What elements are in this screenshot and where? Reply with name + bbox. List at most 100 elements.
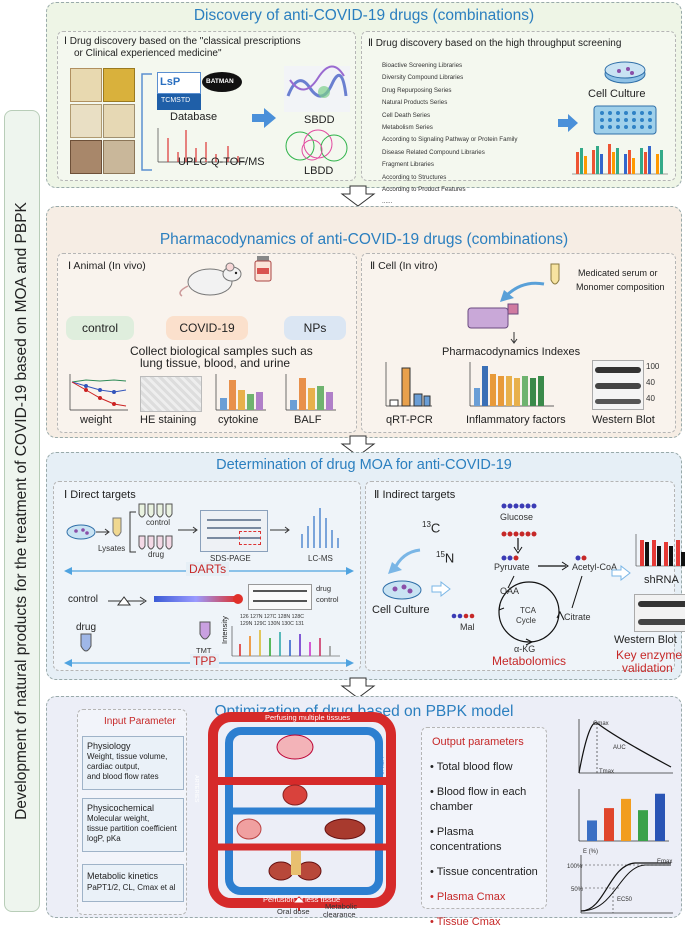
metabolite-mal: Mal (460, 622, 475, 632)
c13-label: 13C (422, 520, 440, 535)
output-item: • Tissue Cmax (430, 916, 501, 928)
oral-dose-label: Oral dose (277, 907, 310, 916)
weight-line-chart (69, 374, 128, 411)
wb-marker-40a: 40 (646, 378, 655, 387)
indirect-western-blot-label: Western Blot (614, 634, 677, 646)
tpp-control-label: control (68, 594, 99, 605)
cell-heading: Ⅱ Cell (In vitro) (370, 260, 438, 272)
tpp-tube-icon (80, 633, 92, 652)
tcmstd-logo: TCMSTD (157, 94, 201, 110)
panel-pbpk: Optimization of drug based on PBPK model… (46, 696, 682, 928)
tmt-channels-line2: 129N 129C 130N 130C 131 (240, 621, 305, 627)
fig-label-weight: weight (80, 414, 112, 426)
arrow-right-icon (270, 526, 290, 534)
tmt-tube-icon (199, 621, 211, 640)
ec-curve-line-1 (580, 862, 671, 912)
petri-dish-icon (382, 580, 422, 600)
lsp-logo: LsP (157, 72, 201, 94)
pk-tmax-label: Tmax (599, 769, 614, 775)
direct-targets-box: Ⅰ Direct targets Lysates control drug (53, 481, 361, 671)
drug-vial-icon (254, 256, 272, 282)
output-item: chamber (430, 801, 473, 813)
library-item: Natural Products Series (382, 99, 448, 107)
output-parameter-box: Output parameters • Total blood flow• Bl… (421, 727, 547, 928)
shrna-bar-chart (635, 534, 685, 567)
classical-books-image (70, 68, 135, 174)
input-heading: Input Parameter (104, 716, 176, 727)
library-item: Disease Related Compound Libraries (382, 148, 485, 156)
classical-prescription-box: Ⅰ Drug discovery based on the "classical… (57, 31, 356, 181)
classical-heading-line2: or Clinical experienced medicine" (74, 48, 222, 59)
input-physicochemical-box: Physicochemical Molecular weight, tissue… (82, 798, 184, 852)
sds-page-label: SDS-PAGE (210, 554, 251, 563)
bracket-connector (129, 511, 136, 553)
panel-discovery: Discovery of anti-COVID-19 drugs (combin… (46, 2, 682, 205)
balf-bar-chart (285, 374, 336, 411)
library-list: Bioactive Screening Libraries Diversity … (382, 60, 518, 209)
tmt-reporter-spectrum (231, 626, 340, 657)
ec-ec50-label: EC50 (617, 897, 633, 903)
assay-label-western-blot: Western Blot (592, 414, 655, 426)
control-label: control (146, 518, 171, 527)
fig-label-balf: BALF (294, 414, 322, 426)
intensity-label: Intensity (220, 616, 229, 644)
library-item: According to Structures (382, 173, 447, 181)
library-item: Diversity Compound Libraries (382, 74, 464, 82)
perfusing-multiple-label: Perfusing multiple tissues (265, 713, 351, 722)
bracket-connector (141, 73, 152, 171)
direct-heading: Ⅰ Direct targets (64, 489, 136, 501)
side-title-bar: Development of natural products for the … (4, 110, 40, 912)
metabolite-oaa: OAA (500, 586, 520, 596)
indirect-western-blot-image (634, 594, 685, 632)
c13-element: C (430, 520, 441, 536)
library-item: According to Signaling Pathway or Protei… (382, 136, 518, 144)
collect-samples-line2: lung tissue, blood, and urine (140, 356, 291, 370)
library-item: According to Product Features (382, 186, 466, 194)
arrow-right-icon (611, 564, 631, 582)
pk-cmax-label: Cmax (593, 721, 609, 727)
he-staining-image (140, 376, 202, 412)
input-parameter-box: Input Parameter Physiology Weight, tissu… (77, 709, 187, 915)
library-item: ...... (382, 198, 393, 206)
cycle-label: Cycle (516, 616, 537, 625)
panel-pharmacodynamics: Pharmacodynamics of anti-COVID-19 drugs … (46, 206, 682, 438)
ec-emax-label: Emax (657, 859, 673, 865)
wb-marker-40b: 40 (646, 394, 655, 403)
tpp-drug-label: drug (76, 622, 97, 633)
tpp-gel-drug-label: drug (316, 584, 332, 593)
pbpk-circulation-diagram (208, 712, 396, 911)
arrow-curve-icon (500, 281, 545, 302)
temperature-gradient-bar (154, 594, 243, 604)
shrna-label: shRNA (644, 574, 679, 586)
cell-flask-icon (467, 303, 519, 329)
down-arrow-icon (340, 185, 376, 207)
collect-samples-line1: Collect biological samples such as (130, 344, 313, 358)
metabolite-acetyl-coa: Acetyl-CoA (572, 562, 618, 572)
output-item: • Total blood flow (430, 761, 513, 773)
output-heading: Output parameters (432, 736, 524, 748)
pd-indexes-label: Pharmacodynamics Indexes (442, 346, 581, 358)
animal-heading: Ⅰ Animal (In vivo) (68, 260, 146, 272)
output-bar (604, 808, 614, 841)
indirect-targets-box: Ⅱ Indirect targets 13C 15N Cell Culture (365, 481, 685, 675)
input-physiology-box: Physiology Weight, tissue volume, cardia… (82, 736, 184, 790)
panel-moa-title: Determination of drug MOA for anti-COVID… (216, 457, 512, 473)
key-enzyme-line1: Key enzyme (616, 648, 683, 662)
metabolic-clearance-line2: clearance (323, 910, 356, 919)
n15-element: N (444, 550, 455, 566)
arrow-right-icon (252, 108, 276, 128)
hts-box: Ⅱ Drug discovery based on the high throu… (361, 31, 676, 205)
metabolite-pyruvate: Pyruvate (494, 562, 530, 572)
arrow-right-icon (178, 526, 198, 534)
metabolite-akg: α-KG (514, 644, 536, 654)
lysates-label: Lysates (98, 544, 126, 553)
animal-box: Ⅰ Animal (In vivo) control COVID-19 NPs … (57, 253, 357, 433)
serum-label-line1: Medicated serum or (578, 268, 658, 278)
uplc-spectrum (157, 128, 246, 163)
library-item: Bioactive Screening Libraries (382, 62, 463, 69)
group-nps: NPs (284, 316, 346, 340)
cell-box: Ⅱ Cell (In vitro) Medicated serum or Mon… (361, 253, 676, 433)
lbdd-label: LBDD (304, 165, 334, 177)
sds-page-gel-image (200, 510, 268, 552)
ec-ylabel: E (%) (583, 849, 598, 855)
